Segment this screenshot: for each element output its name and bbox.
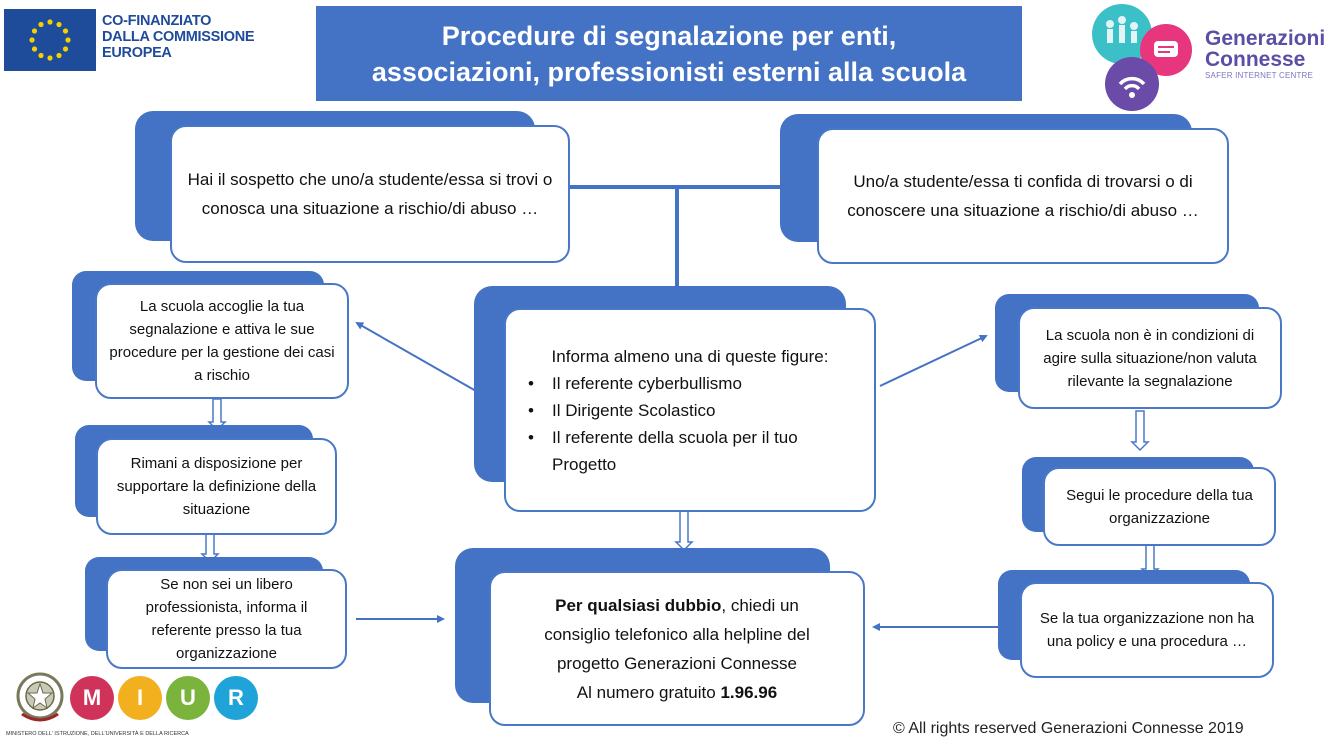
- eu-line-3: EUROPEA: [102, 45, 172, 61]
- center-content: Informa almeno una di queste figure: Il …: [520, 343, 860, 478]
- top-right-text: Uno/a studente/essa ti confida di trovar…: [847, 172, 1199, 220]
- arrow-to-right-branch: [879, 334, 988, 387]
- miur-letter-u: U: [166, 676, 210, 720]
- center-list: Il referente cyberbullismo Il Dirigente …: [520, 370, 860, 478]
- arrow-to-left-branch: [355, 322, 477, 392]
- page-title: Procedure di segnalazione per enti, asso…: [316, 6, 1022, 101]
- left-box-2-face: Rimani a disposizione per supportare la …: [96, 438, 337, 535]
- eu-flag-logo: [4, 9, 96, 71]
- left-text-1: La scuola accoglie la tua segnalazione e…: [109, 298, 335, 384]
- right-box-1-face: La scuola non è in condizioni di agire s…: [1018, 307, 1282, 409]
- title-line-2: associazioni, professionisti esterni all…: [371, 56, 967, 87]
- down-arrow-center: [674, 510, 694, 552]
- brand-name-line-1: Generazioni: [1205, 27, 1326, 50]
- miur-letter-r: R: [214, 676, 258, 720]
- right-box-2: Segui le procedure della tua organizzazi…: [1022, 457, 1276, 546]
- miur-logo: M I U R: [70, 676, 258, 720]
- right-text-3: Se la tua organizzazione non ha una poli…: [1039, 610, 1255, 650]
- eu-line-2: DALLA COMMISSIONE: [102, 29, 255, 45]
- center-box-face: Informa almeno una di queste figure: Il …: [504, 308, 876, 512]
- right-text-2: Segui le procedure della tua organizzazi…: [1066, 486, 1253, 527]
- helpline-text: Per qualsiasi dubbio, chiedi un consigli…: [544, 591, 810, 707]
- brand-name-line-2: Connesse: [1205, 48, 1306, 71]
- italian-republic-emblem-icon: [16, 672, 64, 722]
- generazioni-connesse-logo: [1092, 4, 1192, 111]
- helpline-box-face: Per qualsiasi dubbio, chiedi un consigli…: [489, 571, 865, 726]
- right-box-2-face: Segui le procedure della tua organizzazi…: [1043, 467, 1276, 546]
- down-arrow-right-1: [1130, 410, 1150, 452]
- top-left-text: Hai il sospetto che uno/a studente/essa …: [187, 170, 553, 218]
- eu-stars-icon: [29, 19, 71, 61]
- top-left-box-face: Hai il sospetto che uno/a studente/essa …: [170, 125, 570, 263]
- copyright-notice: © All rights reserved Generazioni Connes…: [893, 720, 1244, 737]
- helpline-line-4: Al numero gratuito: [576, 682, 721, 702]
- helpline-line-3: progetto Generazioni Connesse: [556, 653, 798, 673]
- left-box-3: Se non sei un libero professionista, inf…: [85, 557, 347, 669]
- center-heading: Informa almeno una di queste figure:: [551, 346, 829, 366]
- miur-letter-m: M: [70, 676, 114, 720]
- brand-name: Generazioni Connesse: [1205, 28, 1325, 70]
- right-box-3-face: Se la tua organizzazione non ha una poli…: [1020, 582, 1274, 678]
- helpline-box: Per qualsiasi dubbio, chiedi un consigli…: [455, 548, 865, 726]
- helpline-phone-number: 1.96.96: [720, 682, 778, 702]
- ministry-caption: MINISTERO DELL' ISTRUZIONE, DELL'UNIVERS…: [6, 731, 189, 737]
- left-box-1-face: La scuola accoglie la tua segnalazione e…: [95, 283, 349, 399]
- left-box-3-face: Se non sei un libero professionista, inf…: [106, 569, 347, 669]
- miur-letter-i: I: [118, 676, 162, 720]
- center-item-referente-progetto: Il referente della scuola per il tuo Pro…: [520, 424, 860, 478]
- top-right-box-face: Uno/a studente/essa ti confida di trovar…: [817, 128, 1229, 264]
- top-vertical-connector: [675, 185, 679, 289]
- eu-cofinance-text: CO-FINANZIATO DALLA COMMISSIONE EUROPEA: [102, 13, 255, 61]
- left-box-1: La scuola accoglie la tua segnalazione e…: [72, 271, 349, 399]
- helpline-bold-lead: Per qualsiasi dubbio: [555, 595, 722, 615]
- top-left-box: Hai il sospetto che uno/a studente/essa …: [135, 111, 570, 263]
- brand-subtitle: SAFER INTERNET CENTRE: [1205, 71, 1314, 80]
- right-text-1: La scuola non è in condizioni di agire s…: [1043, 326, 1257, 390]
- left-text-3: Se non sei un libero professionista, inf…: [145, 576, 308, 662]
- right-box-1: La scuola non è in condizioni di agire s…: [995, 294, 1282, 409]
- top-right-box: Uno/a studente/essa ti confida di trovar…: [780, 114, 1229, 264]
- title-line-1: Procedure di segnalazione per enti,: [441, 20, 897, 51]
- eu-line-1: CO-FINANZIATO: [102, 13, 212, 29]
- center-box: Informa almeno una di queste figure: Il …: [474, 286, 876, 512]
- top-horizontal-connector: [570, 185, 808, 189]
- right-box-3: Se la tua organizzazione non ha una poli…: [998, 570, 1274, 678]
- helpline-line-2: consiglio telefonico alla helpline del: [544, 624, 810, 644]
- left-box-2: Rimani a disposizione per supportare la …: [75, 425, 337, 535]
- left-text-2: Rimani a disposizione per supportare la …: [116, 455, 317, 518]
- center-item-dirigente: Il Dirigente Scolastico: [520, 397, 860, 424]
- helpline-line-1: , chiedi un: [721, 595, 799, 615]
- center-item-cyberbullismo: Il referente cyberbullismo: [520, 370, 860, 397]
